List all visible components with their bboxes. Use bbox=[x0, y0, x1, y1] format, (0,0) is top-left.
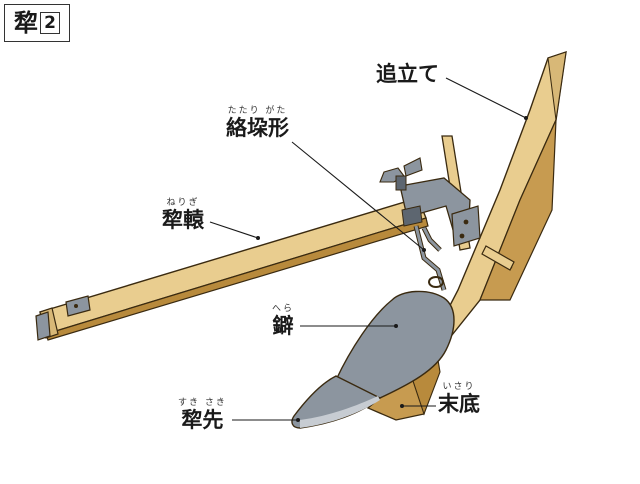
title-number: 2 bbox=[40, 12, 60, 34]
share-sukisaki bbox=[291, 375, 382, 429]
label-oitate-text: 追立て bbox=[376, 62, 439, 86]
label-nerigi: ねりぎ 犂轅 bbox=[162, 198, 204, 232]
hook-linkage bbox=[413, 225, 447, 291]
label-hera-ruby: へら bbox=[272, 304, 295, 314]
beam-clamp bbox=[379, 157, 481, 247]
label-tatarigata: たたり がた 絡垜形 bbox=[226, 106, 289, 140]
label-sukisaki-text: 犂先 bbox=[181, 408, 224, 432]
title-box: 犂 2 bbox=[4, 4, 70, 42]
title-text: 犂 bbox=[14, 9, 38, 37]
label-isari: いさり 末底 bbox=[438, 382, 480, 416]
label-nerigi-text: 犂轅 bbox=[162, 208, 204, 232]
label-tatarigata-text: 絡垜形 bbox=[226, 116, 289, 140]
label-oitate: 追立て bbox=[376, 62, 439, 86]
label-isari-text: 末底 bbox=[438, 392, 480, 416]
beam-nerigi bbox=[35, 197, 429, 341]
handle-oitate bbox=[428, 50, 567, 346]
label-sukisaki-ruby: すき さき bbox=[178, 398, 227, 408]
callout-lines bbox=[209, 77, 528, 422]
moldboard-hera bbox=[335, 290, 455, 399]
label-tatarigata-ruby: たたり がた bbox=[227, 106, 288, 116]
label-hera-text: 鐴 bbox=[272, 314, 294, 338]
label-hera: へら 鐴 bbox=[272, 304, 294, 338]
label-sukisaki: すき さき 犂先 bbox=[178, 398, 227, 432]
label-isari-ruby: いさり bbox=[442, 382, 476, 392]
label-nerigi-ruby: ねりぎ bbox=[166, 198, 200, 208]
